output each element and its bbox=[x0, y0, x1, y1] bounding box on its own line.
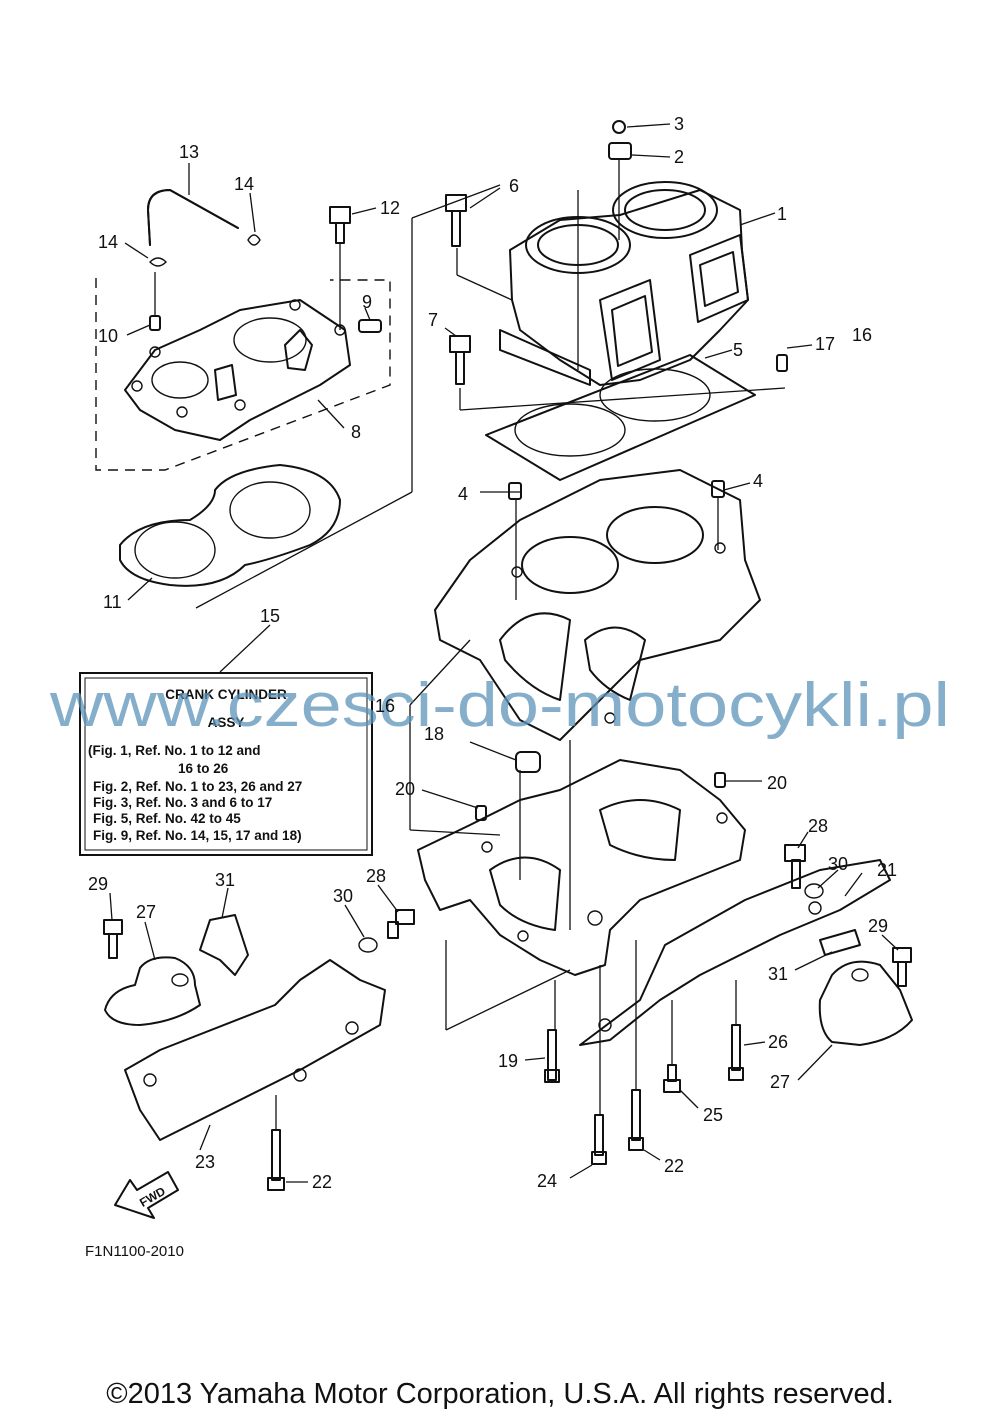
lower-crankcase bbox=[417, 759, 746, 976]
callout-27: 27 bbox=[770, 1072, 790, 1092]
callout-numbers: 1 2 3 4 4 5 6 7 8 9 10 11 12 13 14 14 15… bbox=[88, 114, 897, 1192]
info-box-line: Fig. 3, Ref. No. 3 and 6 to 17 bbox=[93, 795, 272, 810]
callout-27: 27 bbox=[136, 902, 156, 922]
figure-code: F1N1100-2010 bbox=[85, 1243, 184, 1260]
callout-8: 8 bbox=[351, 422, 361, 442]
callout-11: 11 bbox=[103, 592, 122, 612]
callout-28: 28 bbox=[808, 816, 828, 836]
callout-5: 5 bbox=[733, 340, 743, 360]
callout-18: 18 bbox=[424, 724, 444, 744]
watermark: www.czesci-do-motocykli.pl bbox=[49, 671, 950, 740]
cylinder-block bbox=[499, 181, 749, 386]
callout-30: 30 bbox=[333, 886, 353, 906]
callout-16: 16 bbox=[852, 325, 872, 345]
callout-22: 22 bbox=[664, 1156, 684, 1176]
callout-23: 23 bbox=[195, 1152, 215, 1172]
callout-9: 9 bbox=[362, 292, 372, 312]
callout-20: 20 bbox=[767, 773, 787, 793]
callout-4: 4 bbox=[458, 484, 468, 504]
callout-24: 24 bbox=[537, 1171, 557, 1191]
dowel-pin bbox=[149, 315, 788, 821]
callout-28: 28 bbox=[366, 866, 386, 886]
head-gasket bbox=[119, 464, 341, 587]
info-box-line: 16 to 26 bbox=[178, 761, 229, 776]
callout-17: 17 bbox=[815, 334, 835, 354]
cylinder-gasket bbox=[485, 354, 756, 481]
callout-4: 4 bbox=[753, 471, 763, 491]
callout-20: 20 bbox=[395, 779, 415, 799]
copyright-notice: ©2013 Yamaha Motor Corporation, U.S.A. A… bbox=[106, 1378, 894, 1410]
hose bbox=[147, 189, 239, 246]
callout-22: 22 bbox=[312, 1172, 332, 1192]
engine-mount bbox=[104, 956, 913, 1046]
upper-crankcase bbox=[434, 469, 761, 741]
washer bbox=[358, 883, 824, 953]
damper bbox=[199, 914, 861, 976]
callout-14: 14 bbox=[98, 232, 118, 252]
callout-21: 21 bbox=[877, 860, 897, 880]
info-box-title: CRANK CYLINDER bbox=[165, 687, 287, 702]
info-box-title-2: ASSY bbox=[208, 715, 245, 730]
callout-26: 26 bbox=[768, 1032, 788, 1052]
callout-3: 3 bbox=[674, 114, 684, 134]
callout-31: 31 bbox=[215, 870, 235, 890]
info-box-line: Fig. 9, Ref. No. 14, 15, 17 and 18) bbox=[93, 828, 302, 843]
callout-7: 7 bbox=[428, 310, 438, 330]
fwd-arrow-icon: FWD bbox=[114, 1171, 179, 1219]
callout-12: 12 bbox=[380, 198, 400, 218]
callout-2: 2 bbox=[674, 147, 684, 167]
info-box-line: Fig. 5, Ref. No. 42 to 45 bbox=[93, 811, 241, 826]
nipple bbox=[358, 120, 632, 333]
callout-10: 10 bbox=[98, 326, 118, 346]
callout-6: 6 bbox=[509, 176, 519, 196]
callout-16: 16 bbox=[375, 696, 395, 716]
callout-29: 29 bbox=[868, 916, 888, 936]
callout-15: 15 bbox=[260, 606, 280, 626]
callout-30: 30 bbox=[828, 854, 848, 874]
mount-bracket bbox=[124, 859, 891, 1141]
callout-25: 25 bbox=[703, 1105, 723, 1125]
callout-29: 29 bbox=[88, 874, 108, 894]
info-box-line: Fig. 2, Ref. No. 1 to 23, 26 and 27 bbox=[93, 779, 302, 794]
crank-cylinder-assy-label: CRANK CYLINDER ASSY (Fig. 1, Ref. No. 1 … bbox=[79, 672, 373, 856]
callout-1: 1 bbox=[777, 204, 787, 224]
leader-lines bbox=[109, 123, 899, 1183]
callout-19: 19 bbox=[498, 1051, 518, 1071]
hose-clip bbox=[149, 234, 261, 267]
callout-31: 31 bbox=[768, 964, 788, 984]
head-cover-group bbox=[95, 278, 391, 471]
callout-13: 13 bbox=[179, 142, 199, 162]
callout-14: 14 bbox=[234, 174, 254, 194]
info-box-line: (Fig. 1, Ref. No. 1 to 12 and bbox=[88, 743, 261, 758]
